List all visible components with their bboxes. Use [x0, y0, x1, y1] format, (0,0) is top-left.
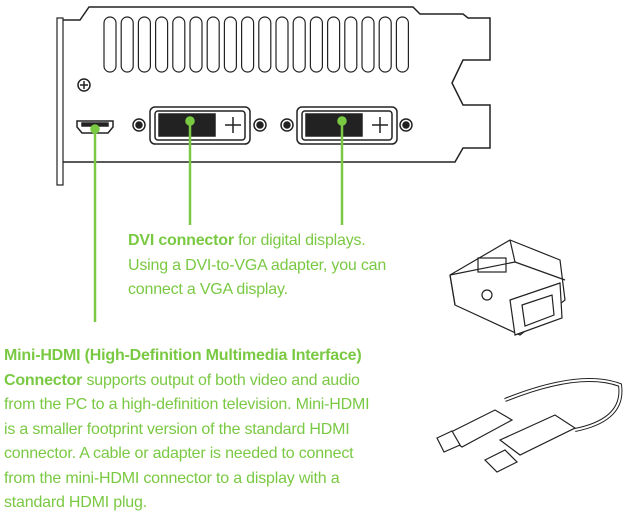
- hdmi-callout-title: Mini-HDMI (High-Definition Multimedia In…: [4, 347, 362, 364]
- vent-slot: [275, 16, 289, 73]
- graphics-card-bracket: [56, 6, 491, 186]
- vent-slot: [292, 16, 306, 73]
- hdmi-callout-text: supports output of both video and audio: [82, 371, 360, 389]
- hdmi-callout-title: Connector: [4, 371, 83, 389]
- vent-slot: [103, 16, 117, 73]
- dvi-port-2: [280, 106, 413, 145]
- vent-slot: [223, 16, 237, 73]
- vent-slots: [103, 16, 409, 73]
- vent-slot: [241, 16, 255, 73]
- vent-slot: [206, 16, 220, 73]
- vent-slot: [327, 16, 341, 73]
- dvi-callout-text: for digital displays.: [233, 232, 366, 249]
- callout-leaders: [90, 116, 347, 322]
- screw-hole-icon: [77, 78, 91, 92]
- hdmi-callout-text: connector. A cable or adapter is needed …: [4, 445, 354, 462]
- hdmi-callout-text: from the PC to a high-definition televis…: [4, 396, 370, 413]
- vent-slot: [361, 16, 375, 73]
- hdmi-callout-text: from the mini-HDMI connector to a displa…: [4, 469, 340, 487]
- vent-slot: [395, 16, 409, 73]
- dvi-callout-text: Using a DVI-to-VGA adapter, you can: [128, 256, 387, 274]
- vent-slot: [137, 16, 151, 73]
- hdmi-callout: Mini-HDMI (High-Definition Multimedia In…: [4, 344, 444, 516]
- dvi-callout: DVI connector for digital displays. Usin…: [128, 229, 428, 303]
- diagram-art: [56, 6, 623, 473]
- hdmi-callout-text: is a smaller footprint version of the st…: [4, 420, 350, 438]
- vent-slot: [120, 16, 134, 73]
- hdmi-callout-text: standard HDMI plug.: [4, 494, 147, 511]
- dvi-port-1: [132, 106, 267, 145]
- vent-slot: [172, 16, 186, 73]
- mini-hdmi-to-hdmi-cable: [436, 378, 623, 473]
- vent-slot: [258, 16, 272, 73]
- dvi-callout-text: connect a VGA display.: [128, 281, 288, 298]
- vent-slot: [155, 16, 169, 73]
- vent-slot: [344, 16, 358, 73]
- vent-slot: [189, 16, 203, 73]
- vent-slot: [309, 16, 323, 73]
- vent-slot: [378, 16, 392, 73]
- dvi-callout-title: DVI connector: [128, 232, 234, 249]
- dvi-to-vga-adapter: [449, 239, 566, 336]
